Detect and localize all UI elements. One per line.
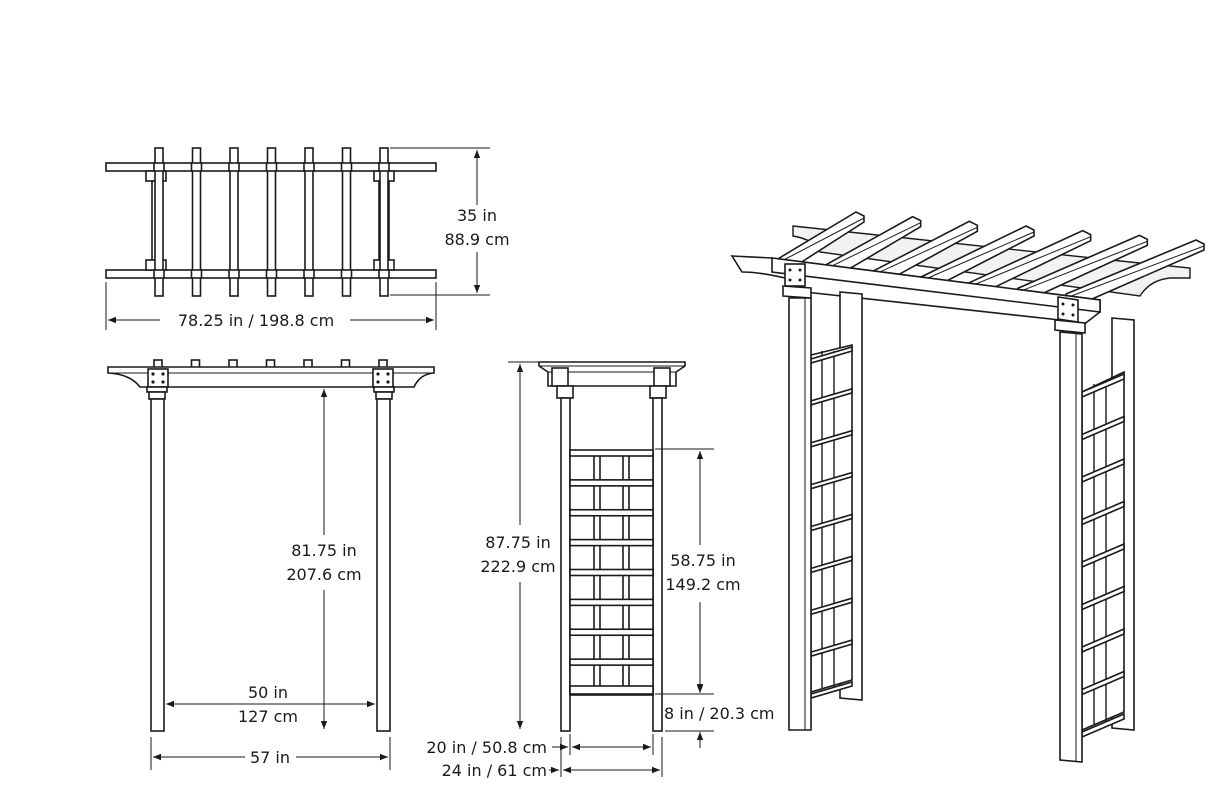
top-rafter — [341, 147, 352, 297]
persp-rafter-edge — [1017, 240, 1148, 293]
top-rafter-joint — [228, 269, 240, 279]
front-view: 81.75 in 207.6 cm 50 in 127 cm 57 in — [107, 359, 435, 770]
side-height-label-cm: 222.9 cm — [480, 557, 555, 576]
top-rafter-joint — [378, 162, 390, 172]
inner-width-label: 20 in / 50.8 cm — [426, 738, 547, 757]
top-rafter-joint — [340, 162, 353, 172]
persp-rafter-edge — [872, 226, 978, 276]
persp-bolt-plate-left — [784, 263, 806, 287]
trellis-rung — [569, 449, 654, 457]
top-rafter-joint — [228, 162, 240, 172]
side-post-cap-left — [556, 385, 574, 399]
trellis-rung — [569, 658, 654, 666]
persp-bolt-plate-right — [1057, 296, 1079, 323]
top-rafter-joint — [340, 269, 353, 279]
top-rafter-joint — [190, 269, 203, 279]
outer-width-label: 24 in / 61 cm — [442, 761, 547, 780]
top-rafter-joint — [153, 269, 165, 279]
ground-gap-label: 8 in / 20.3 cm — [664, 704, 775, 723]
top-rafters — [153, 147, 390, 297]
trellis-rung — [569, 598, 654, 607]
trellis-height-label-in: 58.75 in — [670, 551, 735, 570]
top-rafter-joint — [265, 269, 278, 279]
front-post-cap-right — [373, 386, 395, 400]
depth-label-cm: 88.9 cm — [444, 230, 509, 249]
top-rafter — [154, 147, 164, 297]
top-rafter-joint — [153, 162, 165, 172]
perspective-view — [730, 211, 1205, 763]
persp-rafter-edge — [1065, 245, 1205, 299]
top-rafter-joint — [303, 162, 315, 172]
side-post-right — [652, 397, 663, 732]
persp-post-cap-left — [782, 285, 812, 299]
trellis-height-label-cm: 149.2 cm — [665, 575, 740, 594]
trellis-rung — [569, 479, 654, 487]
top-rafter-joint — [378, 269, 390, 279]
top-view: 35 in 88.9 cm 78.25 in / 198.8 cm — [105, 147, 510, 330]
side-post-left — [560, 397, 571, 732]
persp-rafter-edge — [775, 217, 865, 265]
front-bolt-plate-left — [147, 368, 169, 388]
depth-label-in: 35 in — [457, 206, 497, 225]
top-rafter — [229, 147, 239, 297]
front-height-label-in: 81.75 in — [291, 541, 356, 560]
top-rafter — [304, 147, 314, 297]
persp-rafter-edge — [824, 222, 921, 271]
trellis-rung — [569, 628, 654, 637]
front-post-right — [376, 398, 391, 732]
side-top-profile — [538, 361, 686, 387]
side-post-cap-right — [649, 385, 667, 399]
side-beam-end-left — [551, 367, 569, 387]
width-label: 78.25 in / 198.8 cm — [178, 311, 334, 330]
trellis-rung — [569, 508, 654, 517]
front-outer-label: 57 in — [250, 748, 290, 767]
trellis-bottom-rail — [569, 685, 654, 695]
top-rafter-joint — [265, 162, 278, 172]
front-inner-label-in: 50 in — [248, 683, 288, 702]
front-bolt-plate-right — [372, 368, 394, 388]
top-rafter — [379, 147, 389, 297]
persp-rafter-edge — [920, 231, 1035, 282]
trellis-rung — [569, 538, 654, 547]
persp-front-post-left — [788, 297, 812, 731]
side-beam-end-right — [653, 367, 671, 387]
trellis-rung — [569, 568, 654, 577]
persp-rafter-edge — [969, 236, 1091, 288]
front-post-left — [150, 398, 165, 732]
front-inner-label-cm: 127 cm — [238, 707, 298, 726]
persp-front-post-right — [1059, 331, 1083, 763]
side-trellis — [569, 449, 654, 696]
top-rafter — [191, 147, 202, 297]
top-rafter-joint — [190, 162, 203, 172]
front-height-label-cm: 207.6 cm — [286, 565, 361, 584]
side-height-label-in: 87.75 in — [485, 533, 550, 552]
persp-post-cap-right — [1054, 319, 1086, 334]
side-view: 87.75 in 222.9 cm 58.75 in 149.2 cm 8 in… — [426, 361, 775, 780]
persp-lattice — [810, 343, 1125, 739]
persp-rafters — [775, 211, 1205, 307]
front-post-cap-left — [146, 386, 168, 400]
top-rafter-joint — [303, 269, 315, 279]
top-rafter — [266, 147, 277, 297]
